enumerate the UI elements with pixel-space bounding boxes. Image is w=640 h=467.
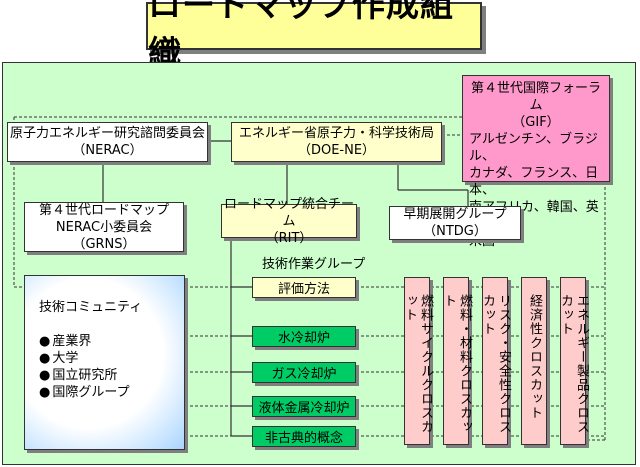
nerac-name: 原子力エネルギー研究諮問委員会 [9, 126, 205, 141]
crosscut-economics: 経済性クロスカット [521, 277, 547, 445]
ntdg-name: 早期展開グループ [403, 207, 507, 222]
grns-name: 第４世代ロードマップ [38, 202, 169, 218]
rit-box: ロードマップ統合チーム （RIT） [221, 197, 357, 246]
community-item-industry: 産業界 [39, 333, 170, 350]
crosscut-risk-safety-label: リスク・安全性クロスカット [480, 294, 511, 434]
doe-ne-name: エネルギー省原子力・科学技術局 [238, 126, 434, 141]
crosscut-fuel-materials-label: 燃料・材料クロスカット [441, 294, 472, 434]
tech-group-water-cooled: 水冷却炉 [252, 326, 356, 347]
grns-sub: NERAC小委員会 [55, 219, 153, 235]
ntdg-box: 早期展開グループ （NTDG） [389, 206, 521, 240]
tech-group-non-classical: 非古典的概念 [252, 426, 356, 447]
ntdg-abbr: （NTDG） [423, 224, 487, 239]
nerac-box: 原子力エネルギー研究諮問委員会 （NERAC） [7, 122, 208, 162]
nerac-abbr: （NERAC） [72, 143, 143, 158]
doe-ne-abbr: （DOE-NE） [297, 143, 376, 158]
gif-abbr: （GIF） [512, 115, 560, 130]
tech-community-title: 技術コミュニティ [39, 300, 143, 315]
grns-abbr: （GRNS） [72, 236, 136, 252]
tech-community-box: 技術コミュニティ 産業界 大学 国立研究所 国際グループ [24, 275, 185, 450]
gif-countries-1: アルゼンチン、ブラジル、 [469, 132, 598, 164]
tech-group-evaluation: 評価方法 [252, 277, 356, 298]
rit-abbr: （RIT） [265, 230, 313, 246]
tech-community-list: 産業界 大学 国立研究所 国際グループ [39, 333, 170, 401]
tech-group-gas-cooled: ガス冷却炉 [252, 362, 356, 383]
tech-group-liquid-metal: 液体金属冷却炉 [252, 396, 356, 417]
crosscut-fuel-cycle: 燃料サイクルクロスカット [402, 277, 433, 445]
doe-ne-box: エネルギー省原子力・科学技術局 （DOE-NE） [231, 122, 442, 162]
crosscut-risk-safety: リスク・安全性クロスカット [480, 277, 511, 445]
gif-name: 第４世代国際フォーラム [470, 81, 601, 113]
crosscut-energy-products: エネルギー製品クロスカット [558, 277, 589, 445]
crosscut-fuel-materials: 燃料・材料クロスカット [441, 277, 472, 445]
community-item-international: 国際グループ [39, 384, 170, 401]
crosscut-energy-products-label: エネルギー製品クロスカット [558, 294, 589, 434]
gif-countries-2: カナダ、フランス、日本、 [469, 166, 599, 198]
crosscut-fuel-cycle-label: 燃料サイクルクロスカット [402, 294, 433, 434]
community-item-national-lab: 国立研究所 [39, 367, 170, 384]
crosscut-economics-label: 経済性クロスカット [527, 294, 542, 420]
rit-name: ロードマップ統合チーム [223, 196, 354, 229]
tech-work-group-label: 技術作業グループ [262, 257, 366, 272]
community-item-university: 大学 [39, 350, 170, 367]
grns-box: 第４世代ロードマップ NERAC小委員会 （GRNS） [24, 202, 184, 252]
gif-box: 第４世代国際フォーラム （GIF） アルゼンチン、ブラジル、 カナダ、フランス、… [462, 75, 610, 249]
